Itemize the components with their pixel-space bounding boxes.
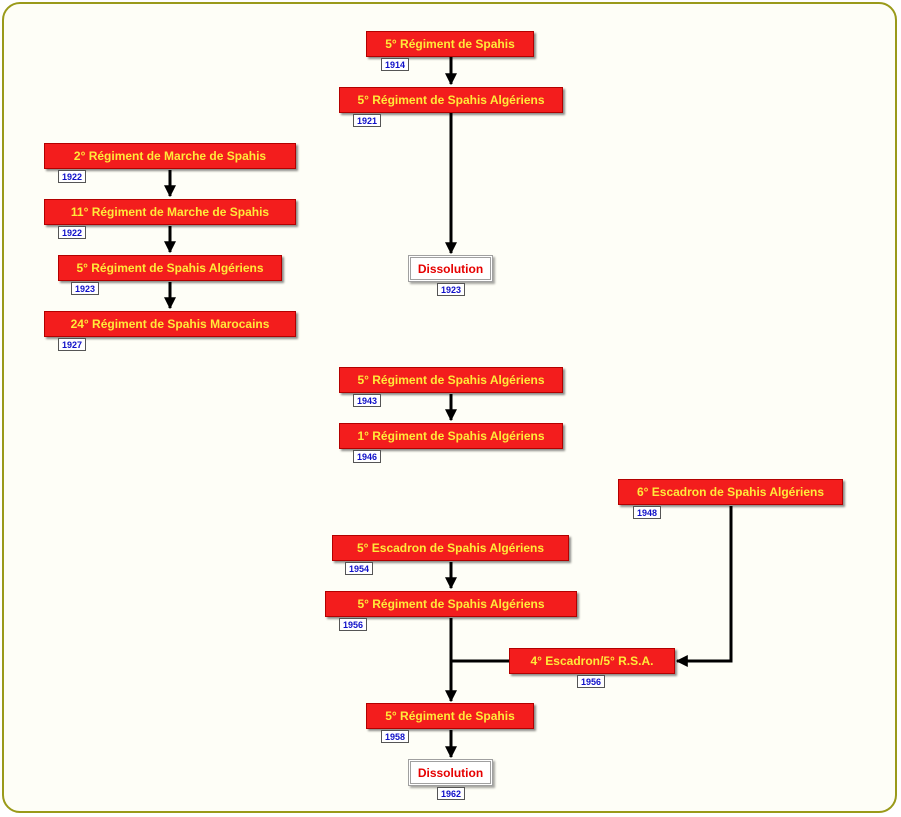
regiment-node-1958: 5° Régiment de Spahis [366,703,534,729]
year-badge-1956: 1956 [339,618,367,631]
year-badge-1943: 1943 [353,394,381,407]
year-badge-dissolution-1962: 1962 [437,787,465,800]
year-badge-1954: 1954 [345,562,373,575]
year-badge-escadron-4-1956: 1956 [577,675,605,688]
escadron-node-4-1956: 4° Escadron/5° R.S.A. [509,648,675,674]
regiment-node-march-2: 2° Régiment de Marche de Spahis [44,143,296,169]
year-badge-1948: 1948 [633,506,661,519]
escadron-node-1954: 5° Escadron de Spahis Algériens [332,535,569,561]
year-badge-1914: 1914 [381,58,409,71]
year-badge-1927: 1927 [58,338,86,351]
escadron-node-1948: 6° Escadron de Spahis Algériens [618,479,843,505]
year-badge-march-2: 1922 [58,170,86,183]
year-badge-march-11: 1922 [58,226,86,239]
regiment-node-1923: 5° Régiment de Spahis Algériens [58,255,282,281]
regiment-node-1914: 5° Régiment de Spahis [366,31,534,57]
year-badge-1946: 1946 [353,450,381,463]
year-badge-1921: 1921 [353,114,381,127]
dissolution-node-1962: Dissolution [408,759,493,786]
regiment-node-1927: 24° Régiment de Spahis Marocains [44,311,296,337]
arrow-1948-escadron4 [675,506,733,667]
regiment-node-1946: 1° Régiment de Spahis Algériens [339,423,563,449]
year-badge-1923: 1923 [71,282,99,295]
regiment-node-1921: 5° Régiment de Spahis Algériens [339,87,563,113]
regiment-node-1943: 5° Régiment de Spahis Algériens [339,367,563,393]
year-badge-dissolution-1923: 1923 [437,283,465,296]
year-badge-1958: 1958 [381,730,409,743]
regiment-node-1956: 5° Régiment de Spahis Algériens [325,591,577,617]
dissolution-node-1923: Dissolution [408,255,493,282]
regiment-node-march-11: 11° Régiment de Marche de Spahis [44,199,296,225]
